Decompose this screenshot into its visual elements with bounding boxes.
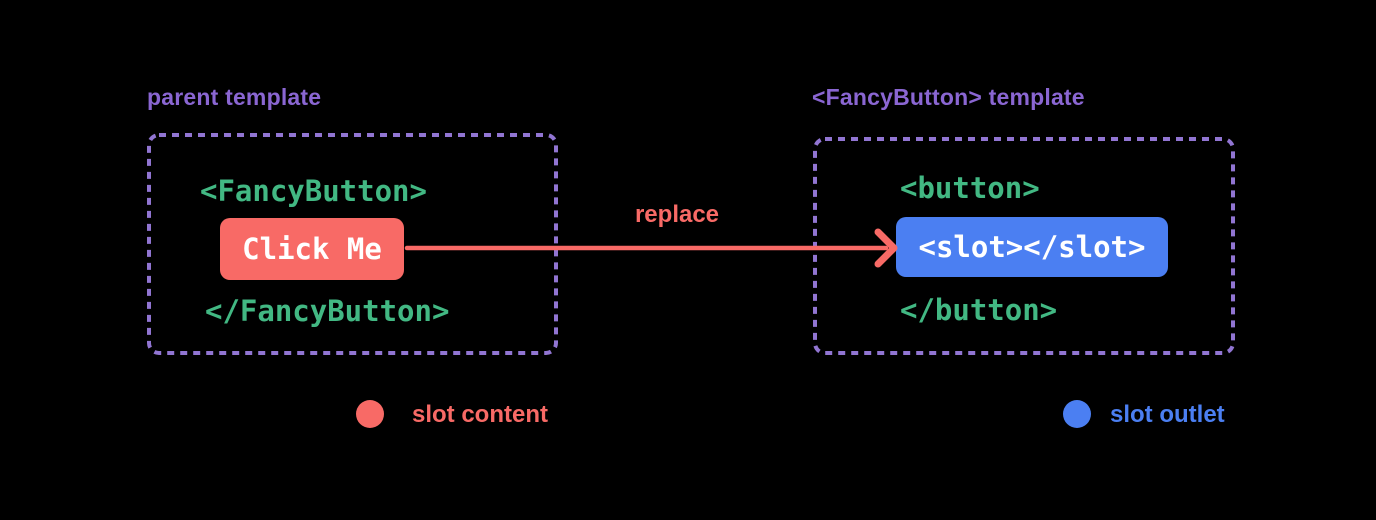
parent-template-title: parent template (147, 84, 322, 110)
slot-content-button-label: Click Me (242, 232, 382, 266)
slot-content-button: Click Me (220, 218, 404, 280)
slot-outlet-legend-dot (1063, 400, 1091, 428)
fancybutton-template-title: <FancyButton> template (812, 84, 1085, 110)
slot-outlet-box: <slot></slot> (896, 217, 1168, 277)
replace-arrow-head-icon (874, 228, 898, 268)
slot-content-legend-label: slot content (412, 401, 548, 428)
replace-arrow-label: replace (634, 201, 720, 228)
button-open-tag-code: <button> (900, 171, 1040, 205)
slot-outlet-legend-label: slot outlet (1110, 401, 1225, 428)
fancybutton-open-tag-code: <FancyButton> (200, 174, 427, 208)
slot-outlet-box-code: <slot></slot> (918, 230, 1146, 264)
button-close-tag-code: </button> (900, 293, 1058, 327)
fancybutton-close-tag-code: </FancyButton> (205, 294, 450, 328)
slot-content-legend-dot (356, 400, 384, 428)
